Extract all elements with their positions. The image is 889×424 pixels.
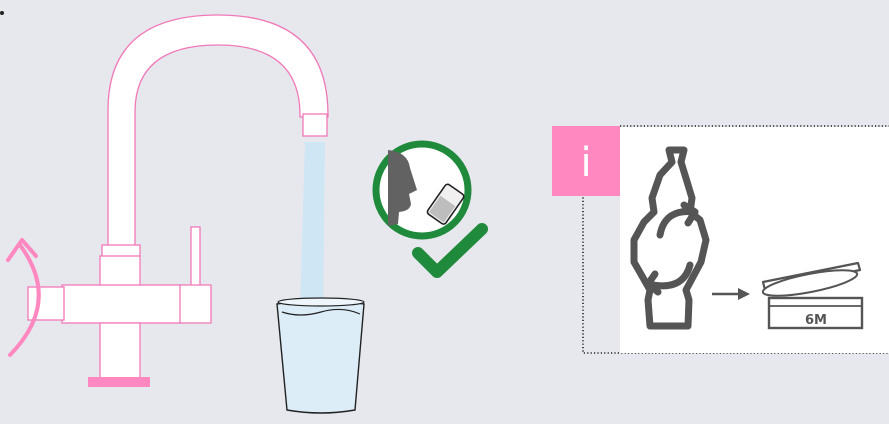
- shelf-life-label: 6M: [805, 313, 827, 328]
- drink-icon: [376, 144, 468, 236]
- glass-icon: [277, 298, 364, 413]
- tap-base: [88, 377, 150, 387]
- info-badge-icon: i: [552, 126, 620, 196]
- water-stream-icon: [300, 142, 325, 312]
- info-badge-letter: i: [580, 140, 591, 186]
